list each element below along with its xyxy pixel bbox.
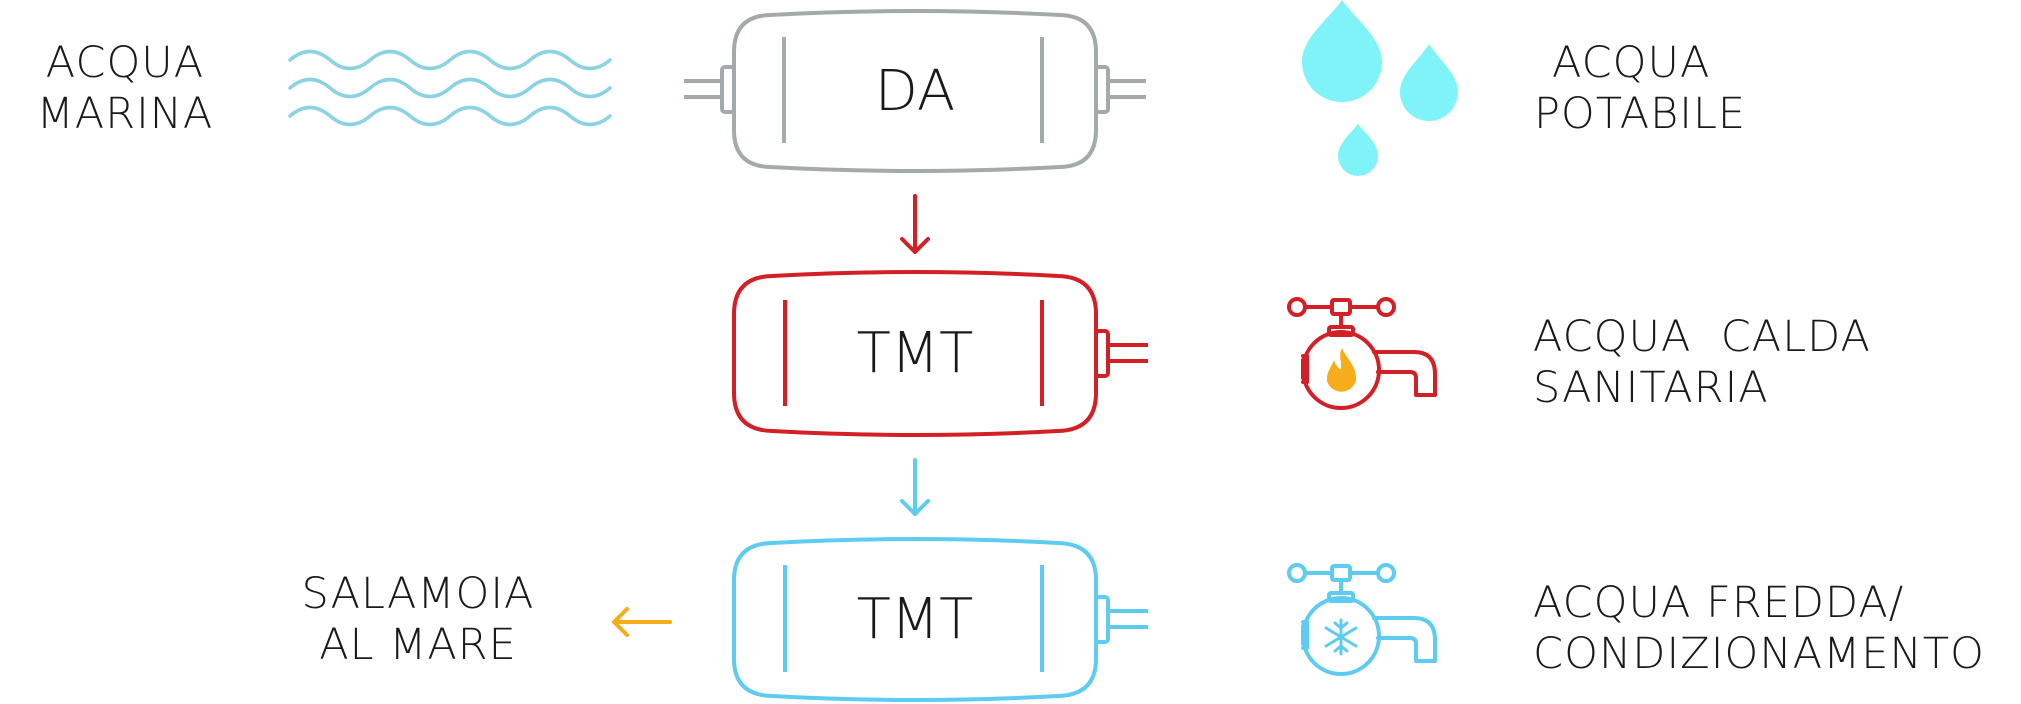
waves-icon (288, 49, 612, 127)
tmt-cold-tank-label: TMT (857, 587, 974, 652)
arrow-down-blue (900, 458, 930, 516)
hot-water-label-line1: ACQUA CALDA (1533, 312, 1871, 362)
da-tank-label: DA (875, 59, 955, 124)
drinking-water-label-line1: ACQUA (1552, 38, 1710, 88)
hot-water-tap-icon (1287, 297, 1437, 410)
brine-label-line2: AL MARE (319, 620, 517, 670)
drinking-water-label-line2: POTABILE (1534, 89, 1746, 139)
arrow-left-orange (612, 607, 672, 637)
brine-label-line1: SALAMOIA (302, 569, 535, 619)
sea-water-label-line2: MARINA (37, 89, 214, 139)
hot-water-label-line2: SANITARIA (1533, 363, 1769, 413)
arrow-down-red (900, 194, 930, 254)
water-drops-icon (1302, 0, 1458, 176)
flame-icon (1326, 348, 1357, 392)
tmt-hot-tank (732, 270, 1148, 437)
tmt-hot-tank-label: TMT (857, 321, 974, 386)
cold-water-label-line1: ACQUA FREDDA/ (1533, 578, 1904, 628)
cold-water-label-line2: CONDIZIONAMENTO (1533, 629, 1985, 679)
sea-water-label-line1: ACQUA (46, 38, 204, 88)
cold-water-tap-icon (1287, 563, 1437, 676)
snowflake-icon (1324, 618, 1358, 656)
tmt-cold-tank (732, 537, 1148, 702)
da-tank (684, 9, 1146, 173)
